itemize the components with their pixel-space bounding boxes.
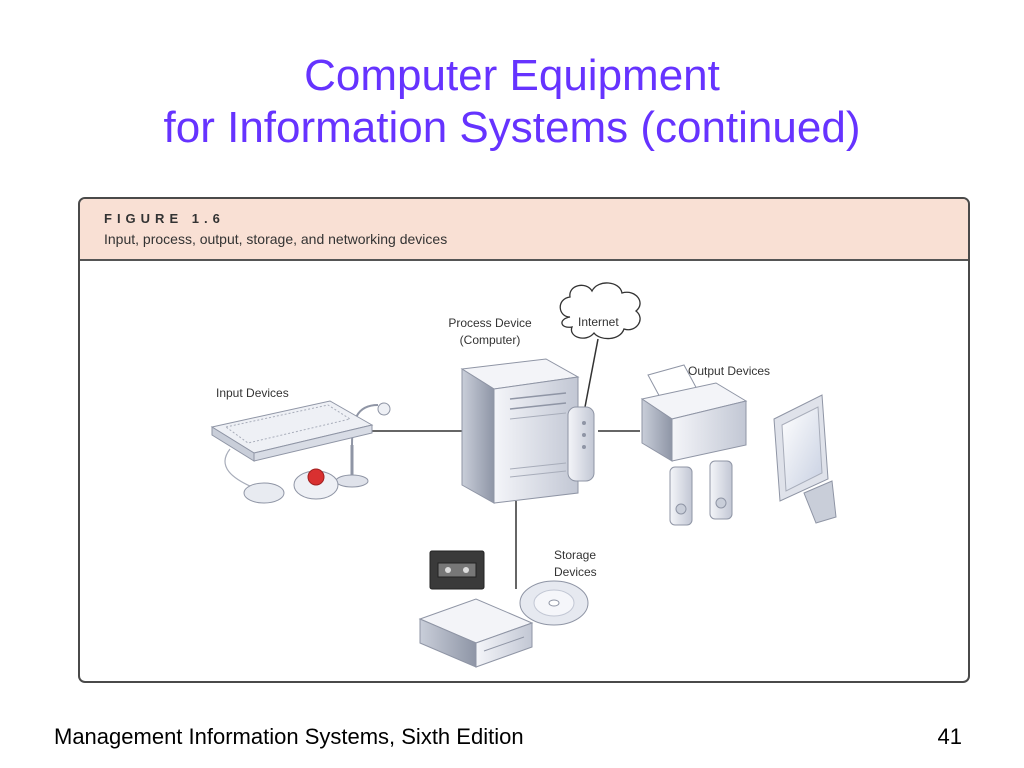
printer-icon xyxy=(640,364,748,462)
slide-title: Computer Equipment for Information Syste… xyxy=(0,50,1024,154)
process-device-label: Process Device xyxy=(448,316,532,330)
mouse-cable xyxy=(224,448,253,488)
figure-header: FIGURE 1.6 Input, process, output, stora… xyxy=(80,199,968,261)
modem-icon xyxy=(567,406,595,482)
connection-lines xyxy=(372,338,640,589)
output-devices-label: Output Devices xyxy=(688,364,770,378)
mouse-icon xyxy=(243,482,285,504)
internet-cloud-icon xyxy=(559,282,641,340)
storage-devices-label: Storage xyxy=(554,548,596,562)
figure-number: FIGURE 1.6 xyxy=(104,211,225,226)
computer-tower-icon xyxy=(460,358,580,504)
line-internet-to-router xyxy=(584,338,599,408)
tape-cartridge-icon xyxy=(429,550,485,590)
footer-page-number: 41 xyxy=(937,724,962,749)
slide-title-line2: for Information Systems (continued) xyxy=(163,103,861,152)
figure-caption: Input, process, output, storage, and net… xyxy=(104,231,448,247)
external-drive-icon xyxy=(418,598,534,668)
input-devices-label: Input Devices xyxy=(216,386,289,400)
monitor-icon xyxy=(773,394,837,524)
devices-diagram: Internet Process Device (Computer) Input… xyxy=(210,282,837,668)
keyboard-icon xyxy=(210,400,374,462)
process-device-sublabel: (Computer) xyxy=(460,333,521,347)
slide-title-line1: Computer Equipment xyxy=(304,51,720,100)
internet-label: Internet xyxy=(578,315,619,329)
trackball-icon xyxy=(293,468,339,500)
figure-panel: FIGURE 1.6 Input, process, output, stora… xyxy=(78,197,970,683)
speaker-left-icon xyxy=(669,466,693,526)
footer-book-title: Management Information Systems, Sixth Ed… xyxy=(54,724,524,749)
optical-disc-icon xyxy=(519,580,589,626)
speaker-right-icon xyxy=(709,460,733,520)
storage-devices-sublabel: Devices xyxy=(554,565,597,579)
microphone-icon xyxy=(335,402,391,488)
